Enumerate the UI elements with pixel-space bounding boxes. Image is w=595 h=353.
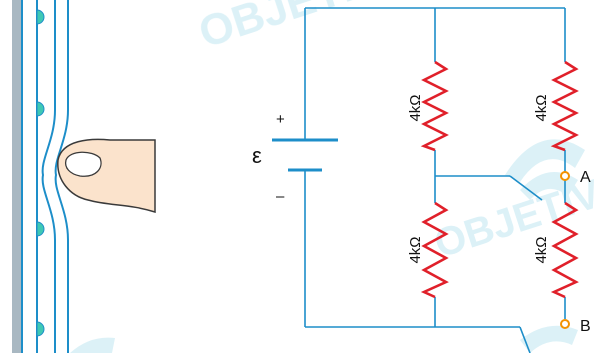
terminal-b-dot <box>560 319 570 329</box>
watermark-arc-icon <box>70 337 115 353</box>
spacer-dot <box>36 221 45 237</box>
terminal-a-dot <box>560 171 570 181</box>
circuit-wires <box>304 7 566 353</box>
terminal-a-label: A <box>580 169 591 186</box>
resistor-bottom-right <box>550 201 579 299</box>
glass-backing-layer <box>12 0 22 353</box>
spacer-dot <box>36 101 45 117</box>
resistors <box>420 60 579 299</box>
terminal-b-label: B <box>580 318 591 335</box>
resistor-top-right <box>550 60 579 152</box>
battery-minus-sign: – <box>276 188 285 205</box>
resistor-label-top-right: 4kΩ <box>533 94 550 121</box>
watermark-logo-icon-bottom <box>520 325 578 353</box>
flexible-outer-layer <box>41 0 56 353</box>
resistor-bottom-left <box>420 201 449 299</box>
resistor-top-left <box>420 60 449 152</box>
fingernail-icon <box>64 151 102 177</box>
touchscreen-panel <box>12 0 69 353</box>
emf-label: ε <box>252 143 262 168</box>
switch-lever <box>509 175 543 201</box>
resistor-label-top-left: 4kΩ <box>407 94 424 121</box>
battery-plus-sign: + <box>276 111 285 128</box>
spacer-dot <box>36 321 45 337</box>
resistor-label-bottom-left: 4kΩ <box>407 236 424 263</box>
spacer-dot <box>36 9 45 25</box>
flexible-outer-surface <box>54 0 69 353</box>
battery-symbol <box>272 138 338 172</box>
finger-icon <box>57 138 156 214</box>
resistor-label-bottom-right: 4kΩ <box>533 236 550 263</box>
